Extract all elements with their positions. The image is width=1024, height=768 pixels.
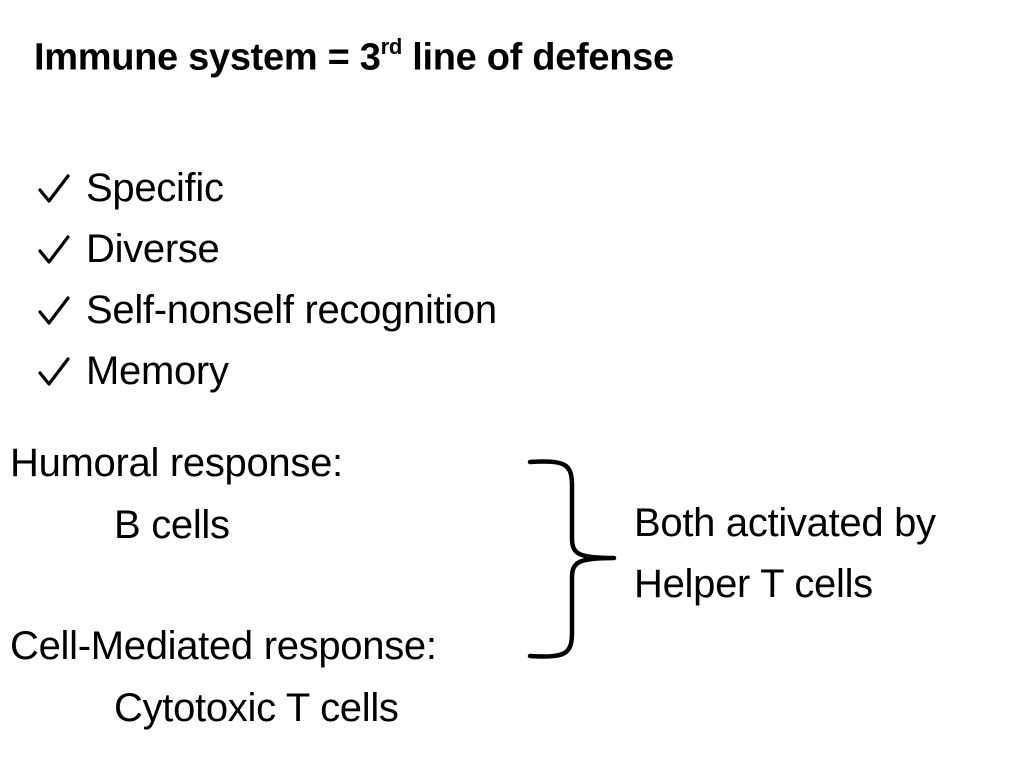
- checklist-item: Self-nonself recognition: [36, 280, 497, 341]
- right-brace-icon: [527, 459, 617, 659]
- humoral-response-heading: Humoral response:: [10, 441, 343, 485]
- check-icon: [38, 173, 70, 203]
- checklist-item-label: Self-nonself recognition: [86, 288, 497, 332]
- checklist-item: Memory: [36, 341, 497, 402]
- title-main: Immune system = 3: [34, 36, 381, 79]
- checklist-item-label: Specific: [86, 166, 224, 210]
- check-icon: [38, 356, 70, 386]
- checklist-item: Diverse: [36, 219, 497, 280]
- bracket-note-line2: Helper T cells: [634, 562, 873, 606]
- checklist-item-label: Diverse: [86, 227, 220, 271]
- title-rest: line of defense: [401, 36, 674, 79]
- humoral-cells-label: B cells: [114, 503, 230, 547]
- check-icon: [38, 234, 70, 264]
- cell-mediated-response-heading: Cell-Mediated response:: [10, 624, 437, 668]
- title-superscript: rd: [380, 34, 403, 59]
- checklist-item: Specific: [36, 158, 497, 219]
- check-icon: [38, 295, 70, 325]
- checklist-item-label: Memory: [86, 349, 229, 393]
- feature-checklist: Specific Diverse Self-nonself recognitio…: [36, 158, 497, 402]
- bracket-note-line1: Both activated by: [634, 501, 936, 545]
- cytotoxic-cells-label: Cytotoxic T cells: [114, 686, 399, 730]
- slide-title: Immune system = 3rd line of defense: [34, 34, 674, 80]
